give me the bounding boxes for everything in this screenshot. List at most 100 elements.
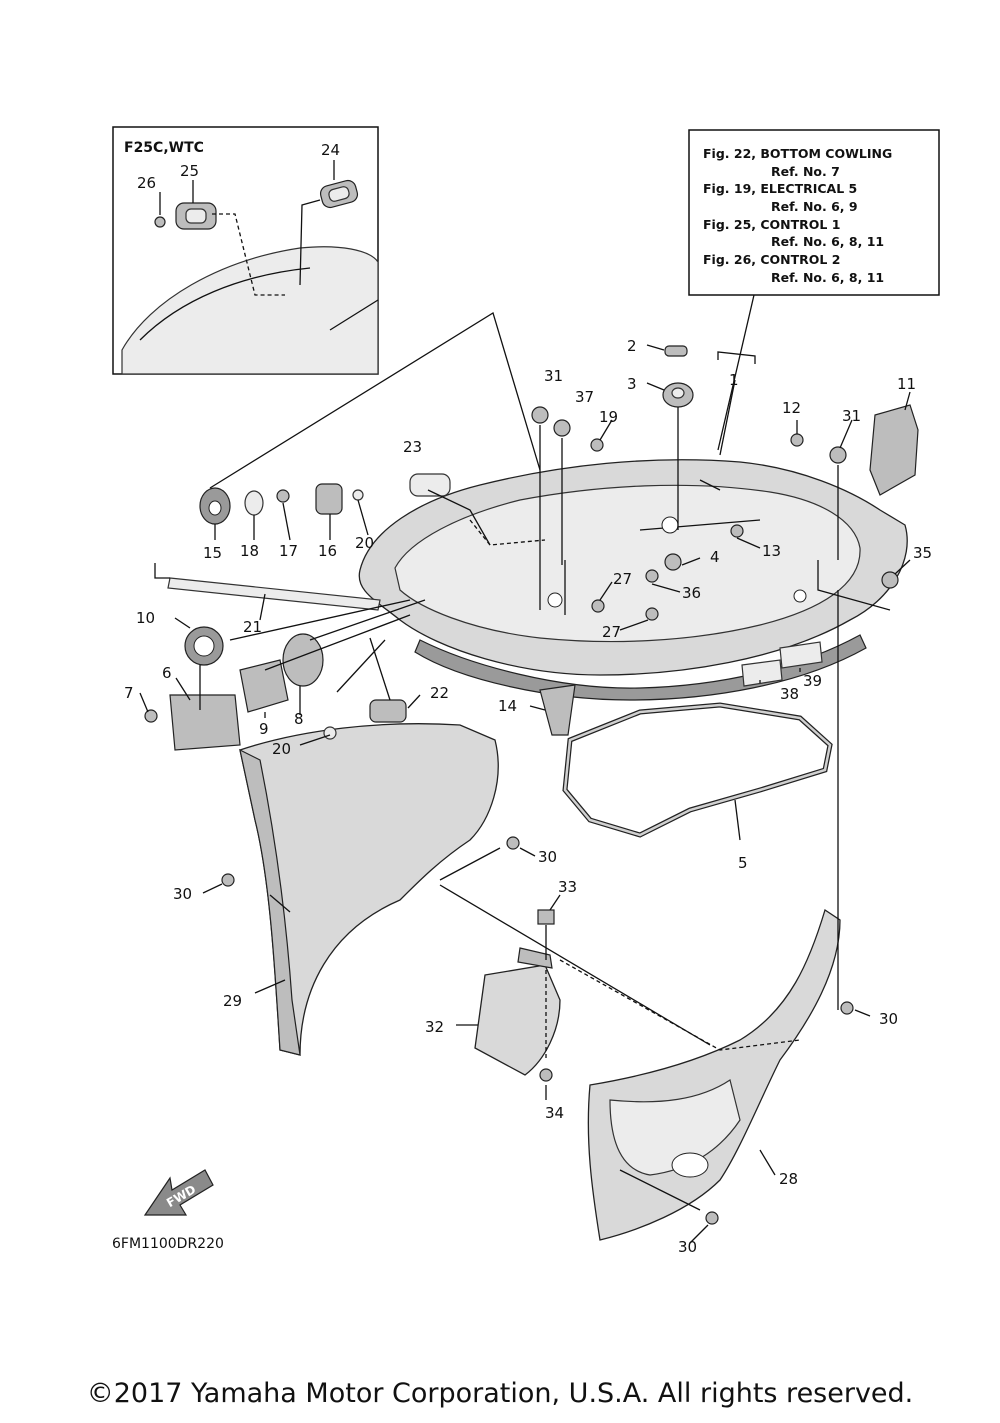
nut-part-31b xyxy=(829,446,847,464)
ref-line-1-fig: Fig. 22, BOTTOM COWLING xyxy=(703,146,892,161)
inset-title: F25C,WTC xyxy=(124,140,204,156)
callout-23: 23 xyxy=(403,438,422,456)
callout-33: 33 xyxy=(558,878,577,896)
callout-5: 5 xyxy=(738,854,748,872)
callout-9: 9 xyxy=(259,720,269,738)
leader-lines xyxy=(139,312,911,1244)
screw-part-26 xyxy=(154,216,166,228)
collar-part-4 xyxy=(664,553,682,571)
bracket-part-11 xyxy=(869,404,919,496)
screw-part-30c xyxy=(840,1001,854,1015)
callout-39: 39 xyxy=(803,672,822,690)
callout-34: 34 xyxy=(545,1104,564,1122)
callout-36: 36 xyxy=(682,584,701,602)
screw-part-7 xyxy=(144,709,158,723)
callout-25: 25 xyxy=(180,162,199,180)
callout-7: 7 xyxy=(124,684,134,702)
callout-30b: 30 xyxy=(538,848,557,866)
screw-part-30a xyxy=(221,873,235,887)
side-cover-part-29 xyxy=(239,723,499,1056)
callout-20a: 20 xyxy=(355,534,374,552)
copyright-notice: ©2017 Yamaha Motor Corporation, U.S.A. A… xyxy=(86,1378,914,1409)
screw-part-19 xyxy=(590,438,604,452)
screw-part-17 xyxy=(276,489,290,503)
callout-37: 37 xyxy=(575,388,594,406)
ref-line-2-fig: Fig. 19, ELECTRICAL 5 xyxy=(703,181,857,196)
ref-line-4-ref: Ref. No. 6, 8, 11 xyxy=(771,270,884,285)
callout-31b: 31 xyxy=(842,407,861,425)
lower-cover-part-28 xyxy=(587,908,841,1241)
callout-27a: 27 xyxy=(613,570,632,588)
callout-21: 21 xyxy=(243,618,262,636)
screw-part-12 xyxy=(790,433,804,447)
bracket-part-14 xyxy=(539,684,576,736)
callout-29: 29 xyxy=(223,992,242,1010)
callout-35: 35 xyxy=(913,544,932,562)
callout-2: 2 xyxy=(627,337,637,355)
callout-30a: 30 xyxy=(173,885,192,903)
grommet-part-22 xyxy=(369,699,407,723)
holder-part-16 xyxy=(315,483,343,515)
grommet-part-24 xyxy=(319,179,359,209)
plate-part-23 xyxy=(409,473,451,497)
screw-part-30b xyxy=(506,836,520,850)
drawing-code: 6FM1100DR220 xyxy=(112,1236,224,1252)
label-part-38 xyxy=(741,659,783,687)
small-parts xyxy=(144,345,919,1225)
screw-part-27a xyxy=(591,599,605,613)
callout-6: 6 xyxy=(162,664,172,682)
callout-12: 12 xyxy=(782,399,801,417)
callout-4: 4 xyxy=(710,548,720,566)
nut-part-31a xyxy=(531,406,549,424)
callout-19: 19 xyxy=(599,408,618,426)
screw-part-34 xyxy=(539,1068,553,1082)
clip-part-20 xyxy=(352,489,364,501)
inset-panel: F25C,WTC 26 25 24 xyxy=(112,126,379,375)
nut-part-35 xyxy=(881,571,899,589)
callout-14: 14 xyxy=(498,697,517,715)
callout-31a: 31 xyxy=(544,367,563,385)
callout-32: 32 xyxy=(425,1018,444,1036)
clip-part-33 xyxy=(537,909,555,925)
callout-30d: 30 xyxy=(678,1238,697,1256)
callout-15: 15 xyxy=(203,544,222,562)
bracket-part-6 xyxy=(169,694,241,751)
callout-8: 8 xyxy=(294,710,304,728)
fwd-arrow-icon: FWD xyxy=(143,1169,214,1216)
callout-1: 1 xyxy=(729,371,739,389)
callout-27b: 27 xyxy=(602,623,621,641)
callout-10: 10 xyxy=(136,609,155,627)
callout-11: 11 xyxy=(897,375,916,393)
bottom-cowling-part-1 xyxy=(358,459,908,701)
ref-line-2-ref: Ref. No. 6, 9 xyxy=(771,199,858,214)
ref-line-3-ref: Ref. No. 6, 8, 11 xyxy=(771,234,884,249)
ref-line-3-fig: Fig. 25, CONTROL 1 xyxy=(703,217,840,232)
callout-17: 17 xyxy=(279,542,298,560)
callout-numbers: 2 3 1 31 37 19 12 31 11 35 13 4 36 27 27… xyxy=(124,337,932,1256)
callout-24: 24 xyxy=(321,141,340,159)
callout-30c: 30 xyxy=(879,1010,898,1028)
grommet-part-8 xyxy=(282,633,324,687)
screw-part-30d xyxy=(705,1211,719,1225)
washer-part-18 xyxy=(244,490,264,516)
callout-26: 26 xyxy=(137,174,156,192)
nut-part-37 xyxy=(553,419,571,437)
callout-13: 13 xyxy=(762,542,781,560)
grommet-part-25 xyxy=(175,202,217,230)
callout-22: 22 xyxy=(430,684,449,702)
callout-28: 28 xyxy=(779,1170,798,1188)
screw-part-13 xyxy=(730,524,744,538)
ref-line-4-fig: Fig. 26, CONTROL 2 xyxy=(703,252,840,267)
seal-part-5 xyxy=(562,702,833,838)
cover-part-32 xyxy=(474,947,561,1076)
callout-16: 16 xyxy=(318,542,337,560)
grommet-part-9 xyxy=(239,659,289,713)
clip-part-20b xyxy=(323,726,337,740)
callout-38: 38 xyxy=(780,685,799,703)
bolt-part-36 xyxy=(645,569,659,583)
callout-20b: 20 xyxy=(272,740,291,758)
hose-part-21 xyxy=(167,577,381,611)
ref-line-1-ref: Ref. No. 7 xyxy=(771,164,840,179)
screw-part-27b xyxy=(645,607,659,621)
